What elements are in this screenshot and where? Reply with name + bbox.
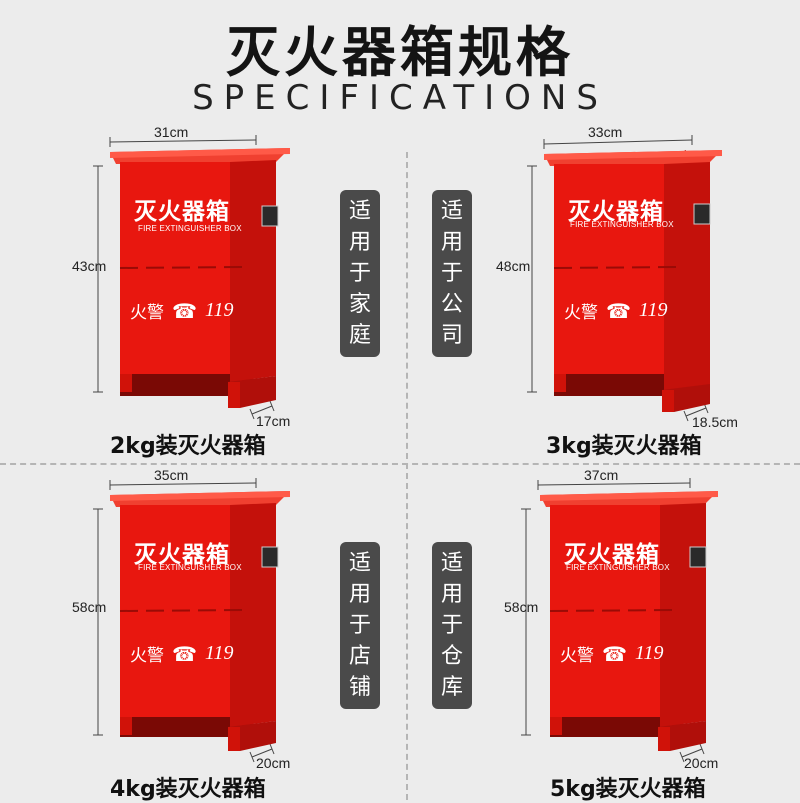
product-name: 2kg装灭火器箱: [110, 434, 266, 459]
product-name: 4kg装灭火器箱: [110, 777, 266, 802]
cabinet-alarm: 火警 ☎ 119: [130, 298, 234, 324]
width-dimension: 31cm: [154, 124, 189, 140]
alarm-number: 119: [638, 299, 668, 321]
height-dimension: 58cm: [504, 599, 539, 615]
cabinet-title: 灭火器箱: [564, 541, 660, 568]
product-card-4kg: 灭火器箱 FIRE EXTINGUISHER BOX 火警 ☎ 119 35cm…: [0, 465, 400, 802]
alarm-number: 119: [204, 299, 234, 321]
page-subtitle: SPECIFICATIONS: [192, 78, 608, 118]
product-name: 3kg装灭火器箱: [546, 434, 702, 459]
cabinet-alarm: 火警 ☎ 119: [560, 641, 664, 667]
alarm-label: 火警: [560, 646, 594, 666]
cabinet-alarm: 火警 ☎ 119: [564, 298, 668, 324]
product-card-5kg: 灭火器箱 FIRE EXTINGUISHER BOX 火警 ☎ 119 37cm…: [400, 465, 800, 802]
width-dimension: 35cm: [154, 467, 189, 483]
cabinet-alarm: 火警 ☎ 119: [130, 641, 234, 667]
product-card-2kg: 灭火器箱 FIRE EXTINGUISHER BOX 火警 ☎ 119 31cm…: [0, 120, 400, 459]
horizontal-divider: [0, 463, 800, 465]
height-dimension: 48cm: [496, 258, 531, 274]
depth-dimension: 20cm: [684, 755, 719, 771]
phone-icon: ☎: [172, 641, 197, 666]
depth-dimension: 18.5cm: [692, 414, 738, 430]
alarm-number: 119: [634, 642, 664, 664]
vertical-divider: [406, 152, 408, 800]
width-dimension: 37cm: [584, 467, 619, 483]
cabinet-illustration: [93, 478, 290, 763]
cabinet-subtitle: FIRE EXTINGUISHER BOX: [138, 224, 242, 233]
alarm-label: 火警: [130, 646, 164, 666]
alarm-label: 火警: [130, 303, 164, 323]
alarm-label: 火警: [564, 303, 598, 323]
usage-tag: 适用于公司: [432, 190, 472, 357]
cabinet-title: 灭火器箱: [568, 198, 664, 225]
depth-dimension: 20cm: [256, 755, 291, 771]
cabinet-title: 灭火器箱: [134, 541, 230, 568]
cabinet-subtitle: FIRE EXTINGUISHER BOX: [138, 563, 242, 572]
phone-icon: ☎: [606, 298, 631, 323]
cabinet-subtitle: FIRE EXTINGUISHER BOX: [566, 563, 670, 572]
usage-tag: 适用于家庭: [340, 190, 380, 357]
product-name: 5kg装灭火器箱: [550, 777, 706, 802]
cabinet-title: 灭火器箱: [134, 198, 230, 225]
depth-dimension: 17cm: [256, 413, 291, 429]
cabinet-illustration: [521, 478, 718, 763]
width-dimension: 33cm: [588, 124, 623, 140]
phone-icon: ☎: [602, 641, 627, 666]
height-dimension: 58cm: [72, 599, 107, 615]
alarm-number: 119: [204, 642, 234, 664]
page-title: 灭火器箱规格: [226, 21, 574, 84]
usage-tag: 适用于仓库: [432, 542, 472, 709]
product-card-3kg: 灭火器箱 FIRE EXTINGUISHER BOX 火警 ☎ 119 33cm…: [400, 120, 800, 459]
usage-tag: 适用于店铺: [340, 542, 380, 709]
cabinet-illustration: [527, 135, 722, 422]
cabinet-illustration: [93, 135, 290, 420]
height-dimension: 43cm: [72, 258, 107, 274]
phone-icon: ☎: [172, 298, 197, 323]
usage-text: 适用于公司: [441, 199, 464, 348]
usage-text: 适用于仓库: [441, 551, 464, 700]
cabinet-subtitle: FIRE EXTINGUISHER BOX: [570, 220, 674, 229]
usage-text: 适用于家庭: [349, 199, 372, 348]
usage-text: 适用于店铺: [349, 551, 372, 700]
